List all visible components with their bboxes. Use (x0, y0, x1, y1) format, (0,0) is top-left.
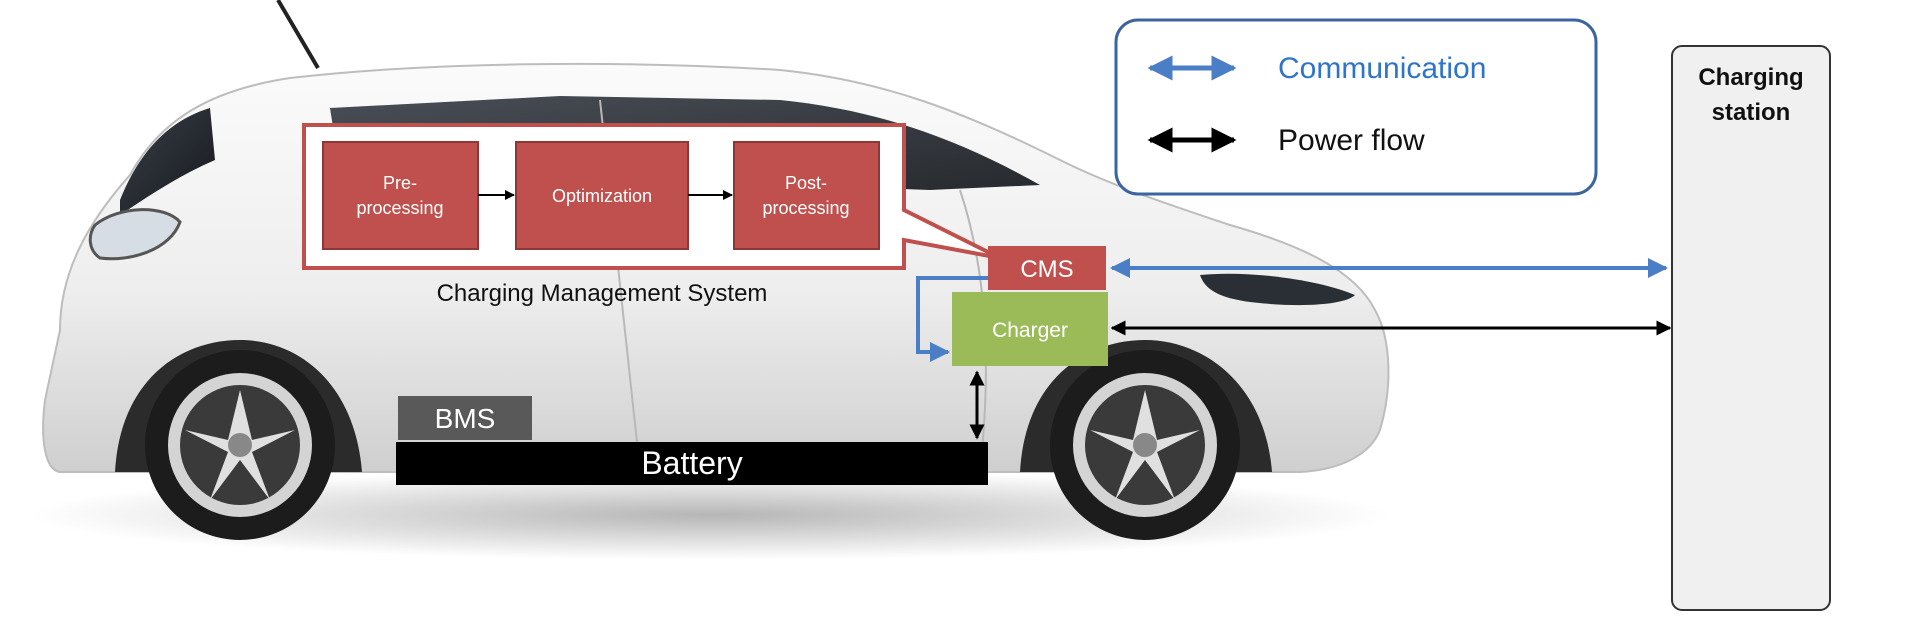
charging-station: Charging station (1671, 45, 1831, 611)
legend-power-flow-label: Power flow (1278, 124, 1425, 157)
svg-text:Pre-: Pre- (383, 173, 417, 193)
legend: Communication Power flow (1114, 18, 1598, 196)
svg-text:Post-: Post- (785, 173, 827, 193)
svg-text:Optimization: Optimization (552, 186, 652, 206)
pipeline-step-preprocessing: Pre- processing (322, 141, 479, 250)
svg-text:processing: processing (356, 198, 443, 218)
bms-box: BMS (398, 396, 532, 440)
cms-callout: Pre- processing Optimization Post- proce… (302, 123, 1001, 270)
svg-text:Charger: Charger (992, 319, 1068, 342)
svg-text:station: station (1712, 99, 1791, 126)
svg-text:processing: processing (762, 198, 849, 218)
front-wheel (1050, 350, 1240, 540)
svg-text:Charging: Charging (1698, 64, 1803, 91)
rear-window (120, 108, 215, 215)
cms-title: Charging Management System (437, 280, 768, 307)
charger-box: Charger (952, 292, 1108, 366)
svg-text:BMS: BMS (435, 403, 496, 434)
battery-box: Battery (396, 442, 988, 485)
rear-light (88, 208, 182, 261)
svg-text:Battery: Battery (641, 445, 742, 481)
pipeline-step-postprocessing: Post- processing (733, 141, 880, 250)
svg-text:CMS: CMS (1020, 256, 1073, 283)
headlight (1200, 273, 1355, 306)
antenna (276, 0, 320, 70)
pipeline-step-optimization: Optimization (515, 141, 689, 250)
rear-wheel (145, 350, 335, 540)
cms-box: CMS (988, 246, 1106, 290)
legend-communication-label: Communication (1278, 52, 1486, 85)
cms-charger-communication-arrow (916, 276, 988, 362)
